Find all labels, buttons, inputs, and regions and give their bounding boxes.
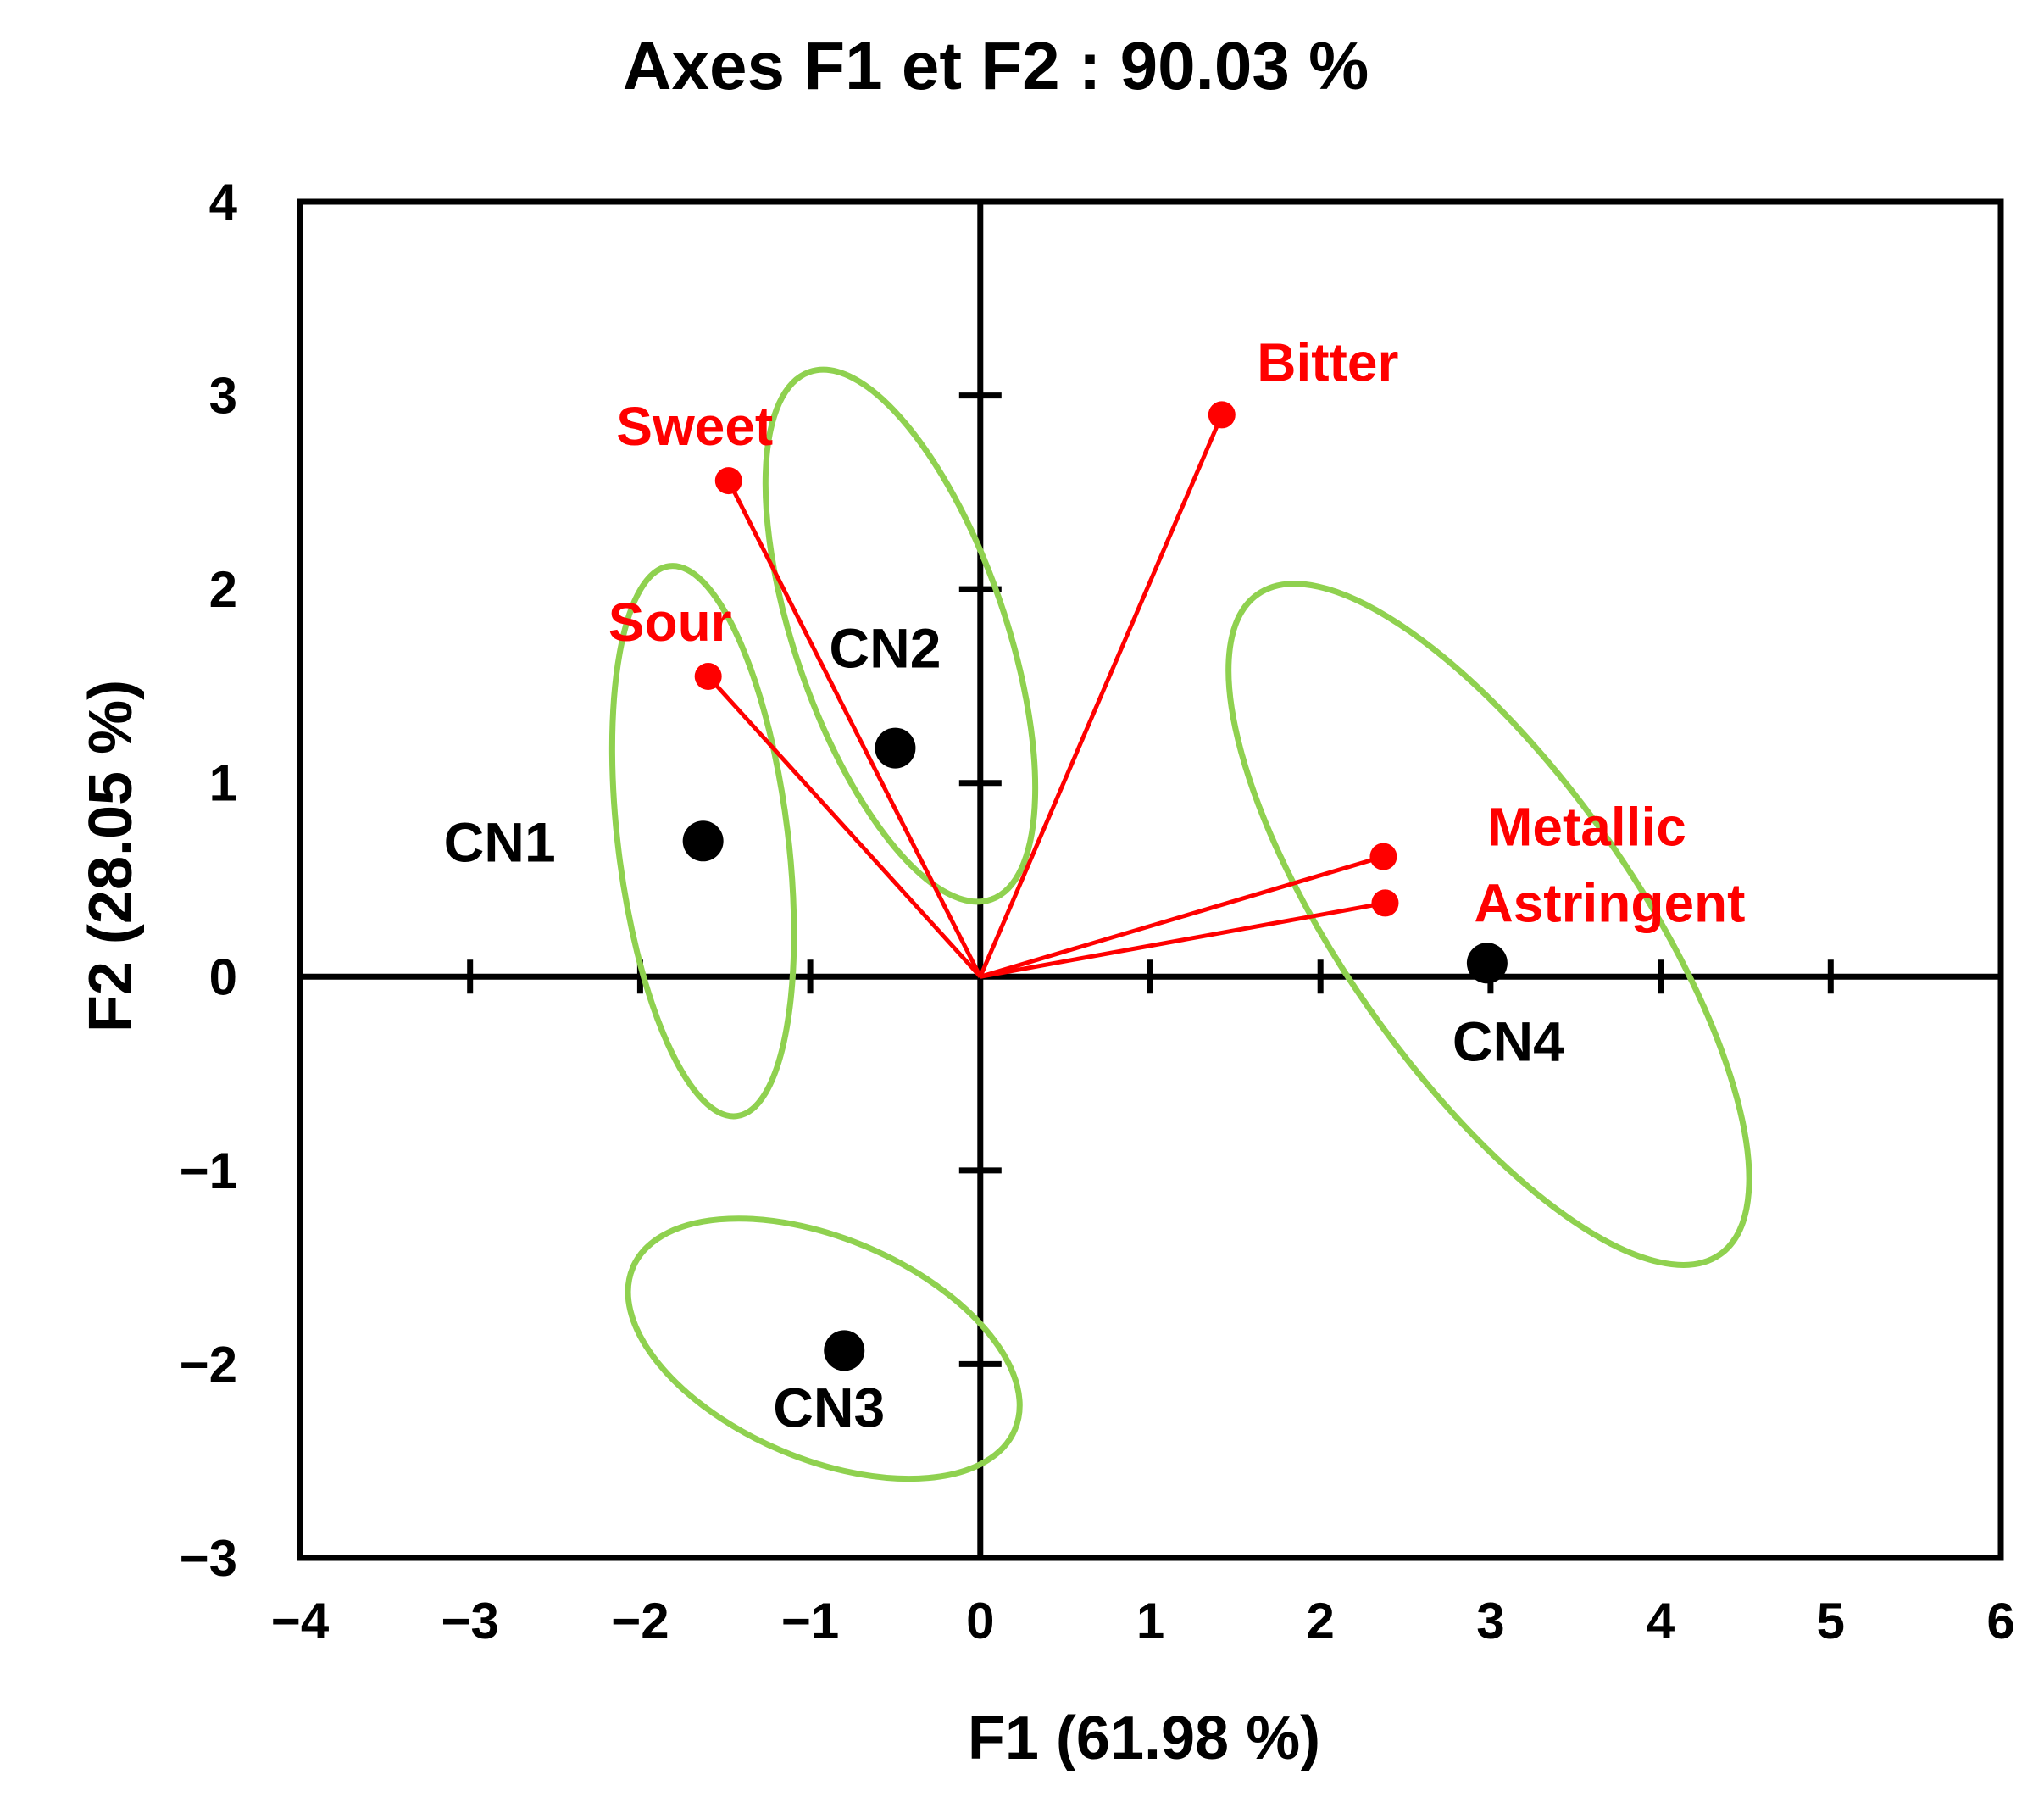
y-tick-label: 1 [209, 755, 237, 812]
x-tick-label: 4 [1647, 1593, 1675, 1649]
y-axis-title: F2 (28.05 %) [77, 680, 145, 1032]
vector-line-bitter [978, 414, 1225, 978]
vector-point-sour [694, 663, 722, 690]
group-ellipse-cn1 [608, 563, 797, 1120]
variable-label-sweet: Sweet [616, 396, 773, 457]
x-tick-label: 2 [1307, 1593, 1335, 1649]
group-ellipse-cn3 [625, 1215, 1023, 1482]
vector-point-bitter [1208, 401, 1236, 429]
x-tick-label: 3 [1476, 1593, 1504, 1649]
vector-line-metallic [980, 854, 1385, 979]
sample-point-cn2 [875, 727, 916, 769]
variable-label-sour: Sour [608, 592, 732, 653]
vector-point-metallic [1369, 843, 1397, 870]
sample-point-cn3 [824, 1330, 865, 1371]
x-axis-title: F1 (61.98 %) [968, 1705, 1320, 1772]
x-tick-label: 5 [1817, 1593, 1845, 1649]
y-tick-label: −2 [180, 1336, 237, 1393]
y-tick-label: −1 [180, 1143, 237, 1199]
y-tick-label: 3 [209, 368, 237, 425]
x-tick-label: 1 [1136, 1593, 1164, 1649]
sample-label-cn3: CN3 [773, 1376, 885, 1438]
x-tick-label: 0 [966, 1593, 994, 1649]
chart-title: Axes F1 et F2 : 90.03 % [623, 28, 1369, 103]
y-tick-label: 0 [209, 948, 237, 1005]
y-tick-label: 4 [209, 174, 238, 231]
group-ellipse-cn2 [762, 366, 1039, 905]
vector-point-astringent [1371, 889, 1399, 917]
sample-label-cn4: CN4 [1452, 1009, 1564, 1072]
sample-label-cn1: CN1 [444, 810, 556, 873]
vector-line-astringent [980, 900, 1386, 979]
group-ellipse-cn4 [1225, 581, 1752, 1268]
y-tick-label: 2 [209, 561, 237, 618]
plot-frame [297, 198, 2004, 1561]
vector-line-sour [706, 675, 982, 978]
x-tick-label: −1 [781, 1593, 839, 1649]
x-tick-label: 6 [1986, 1593, 2014, 1649]
variable-label-metallic: Metallic [1487, 797, 1686, 858]
x-tick-label: −3 [441, 1593, 498, 1649]
x-tick-label: −2 [611, 1593, 669, 1649]
vector-point-sweet [714, 467, 742, 495]
y-tick-label: −3 [180, 1530, 237, 1587]
x-tick-label: −4 [271, 1593, 330, 1649]
variable-label-astringent: Astringent [1474, 872, 1745, 933]
variable-label-bitter: Bitter [1257, 331, 1398, 392]
sample-point-cn4 [1466, 943, 1508, 984]
vector-line-sweet [726, 480, 983, 978]
sample-point-cn1 [682, 820, 724, 862]
sample-label-cn2: CN2 [829, 617, 941, 680]
